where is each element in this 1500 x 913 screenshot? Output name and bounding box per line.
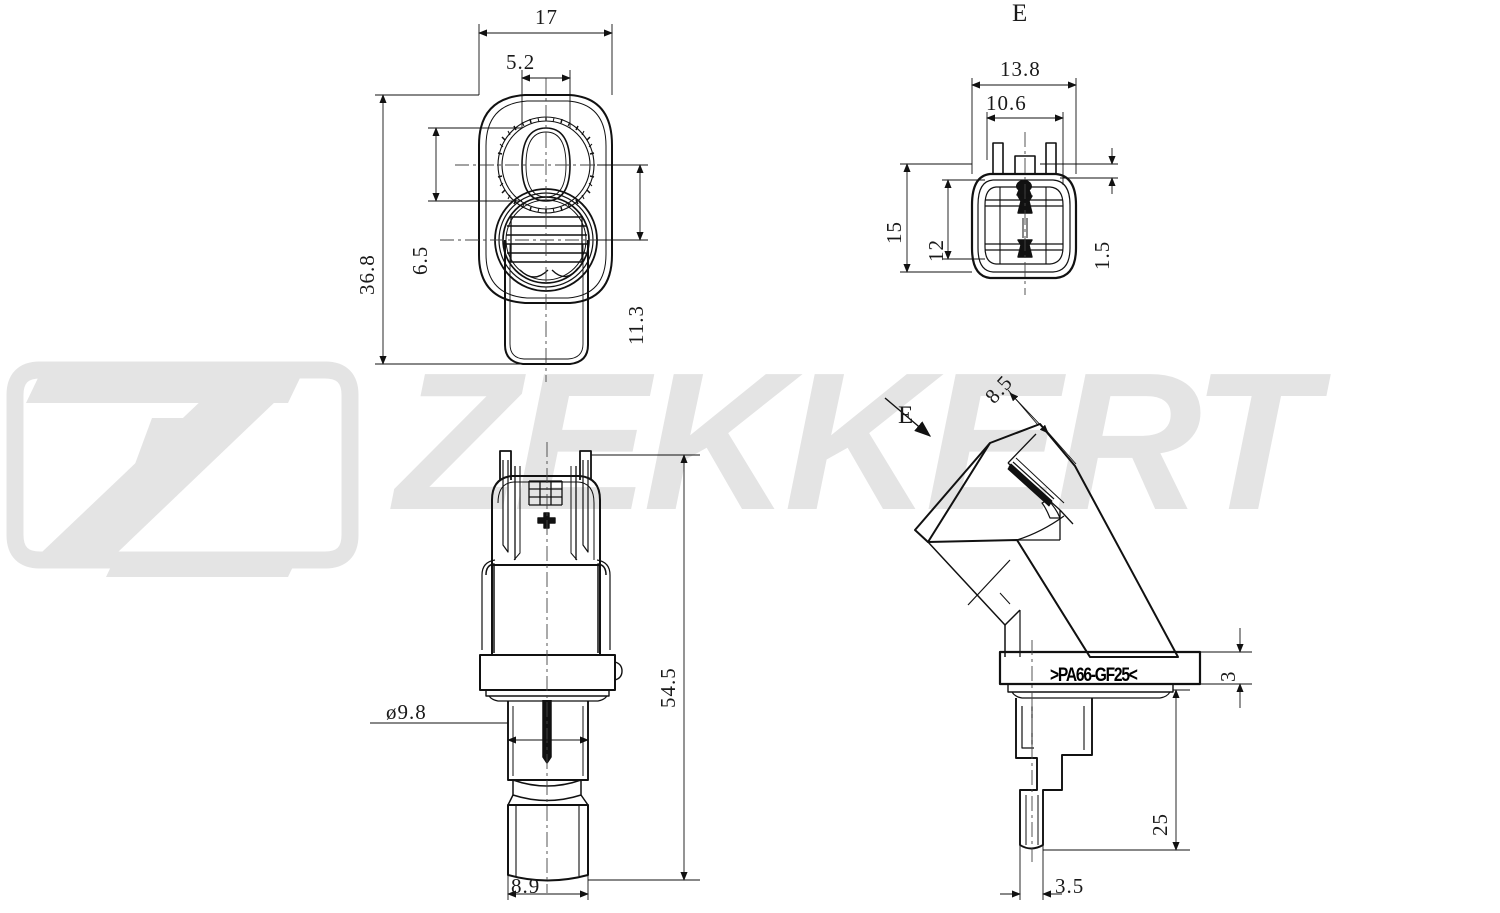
- dimension-5-2: 5.2: [506, 50, 536, 74]
- dimension-11-3: 11.3: [624, 305, 648, 345]
- material-marking: >PA66-GF25<: [1050, 665, 1138, 686]
- dimension-25: 25: [1148, 813, 1172, 836]
- dimension-12: 12: [924, 239, 948, 262]
- dimension-54-5: 54.5: [656, 667, 680, 708]
- dimension-diameter-9-8: ø9.8: [386, 700, 427, 724]
- dimension-10-6: 10.6: [986, 91, 1027, 115]
- dimension-3-5: 3.5: [1055, 874, 1085, 898]
- view-angled-geometry: [884, 389, 1252, 900]
- view-front-elevation-geometry: [370, 442, 700, 900]
- dimension-6-5: 6.5: [408, 245, 432, 275]
- dimension-13-8: 13.8: [1000, 57, 1041, 81]
- dimension-15: 15: [882, 221, 906, 244]
- view-E-end-geometry: [900, 78, 1118, 295]
- view-plan-geometry: [375, 24, 648, 382]
- dimension-1-5: 1.5: [1090, 240, 1114, 270]
- dimension-3: 3: [1216, 670, 1240, 683]
- dimension-36-8: 36.8: [355, 254, 379, 295]
- dimension-8-9: 8.9: [511, 874, 541, 898]
- view-label-E-arrow: E: [898, 402, 914, 429]
- dimension-17: 17: [535, 5, 558, 29]
- view-label-E-top: E: [1012, 0, 1028, 27]
